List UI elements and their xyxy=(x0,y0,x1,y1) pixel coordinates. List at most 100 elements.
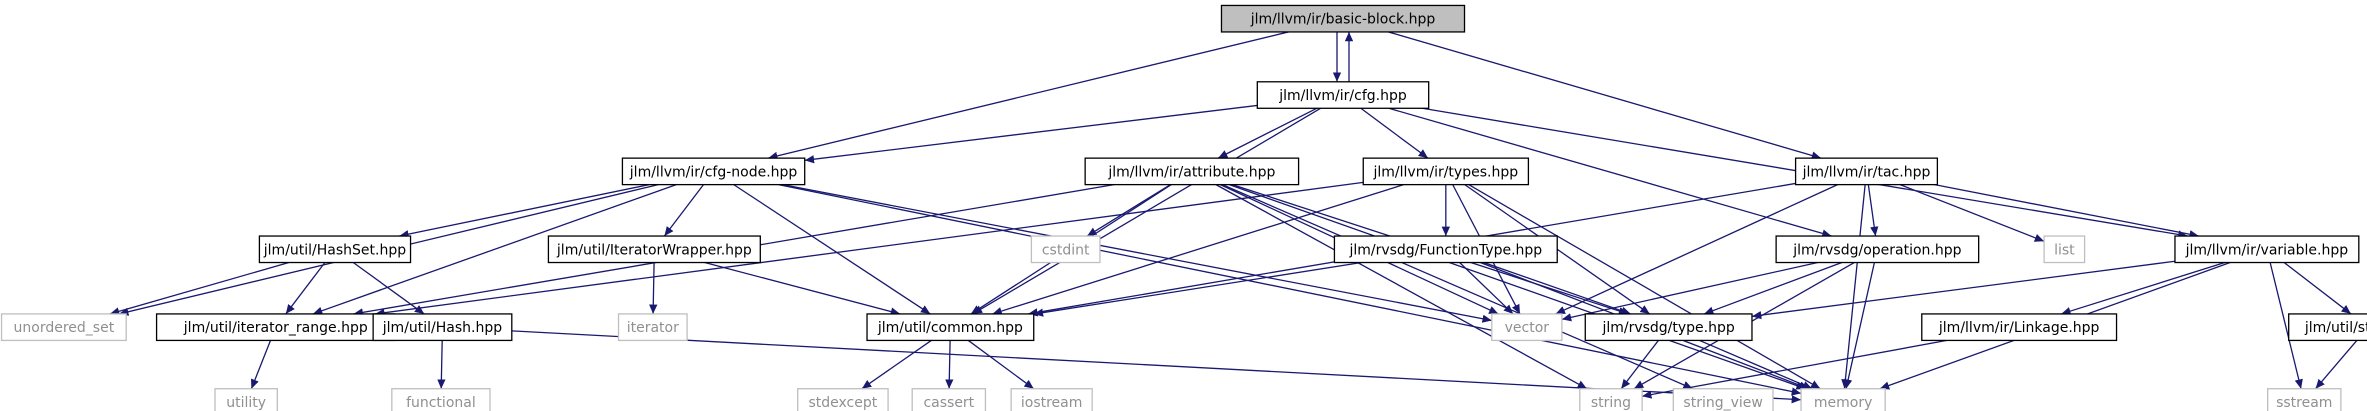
edge-basic-block-to-tac xyxy=(1388,31,1822,160)
edge-cfg-node-to-vector xyxy=(782,183,1492,323)
node-label-iterrange: jlm/util/iterator_range.hpp xyxy=(183,320,368,336)
node-label-cstdint: cstdint xyxy=(1042,242,1090,258)
node-common[interactable]: jlm/util/common.hpp xyxy=(866,313,1035,342)
edge-cfg-to-types xyxy=(1360,107,1429,159)
node-box-basic-block[interactable] xyxy=(1220,4,1466,33)
node-label-functiontype: jlm/rvsdg/FunctionType.hpp xyxy=(1348,242,1542,258)
edge-hashset-to-iterrange xyxy=(285,262,326,315)
node-functional: functional xyxy=(391,388,491,411)
node-box-iterwrapper[interactable] xyxy=(547,235,761,264)
node-vector: vector xyxy=(1491,313,1563,342)
node-unordered_set: unordered_set xyxy=(0,313,127,342)
edge-tac-to-variable xyxy=(1934,183,2199,239)
edge-linkage-to-string xyxy=(1642,339,1947,399)
edge-variable-to-linkage xyxy=(2061,261,2225,316)
edge-cfg-node-to-memory xyxy=(778,183,1802,396)
node-box-common[interactable] xyxy=(866,313,1035,342)
node-box-hashset[interactable] xyxy=(258,235,412,264)
node-hashset[interactable]: jlm/util/HashSet.hpp xyxy=(258,235,412,264)
node-strfmt[interactable]: jlm/util/strfmt.hpp xyxy=(2288,313,2367,342)
node-cfg-node[interactable]: jlm/llvm/ir/cfg-node.hpp xyxy=(621,157,806,186)
node-variable[interactable]: jlm/llvm/ir/variable.hpp xyxy=(2174,235,2360,264)
edge-types-to-memory xyxy=(1468,184,1821,390)
node-types[interactable]: jlm/llvm/ir/types.hpp xyxy=(1362,157,1530,186)
node-box-sstream xyxy=(2267,388,2342,411)
node-box-types[interactable] xyxy=(1362,157,1530,186)
node-box-cfg[interactable] xyxy=(1256,81,1430,109)
node-label-iterwrapper: jlm/util/IteratorWrapper.hpp xyxy=(556,242,752,258)
node-label-operation: jlm/rvsdg/operation.hpp xyxy=(1792,242,1961,258)
edge-cfg-node-to-hashset xyxy=(399,183,650,239)
node-attribute[interactable]: jlm/llvm/ir/attribute.hpp xyxy=(1084,157,1300,186)
node-box-operation[interactable] xyxy=(1775,235,1980,264)
node-label-strfmt: jlm/util/strfmt.hpp xyxy=(2304,320,2367,336)
edge-types-to-iterrange xyxy=(375,181,1364,317)
node-label-hashset: jlm/util/HashSet.hpp xyxy=(263,242,406,258)
node-label-iterator: iterator xyxy=(627,320,679,336)
edge-cfg-node-to-iterwrapper xyxy=(663,184,705,237)
edge-cfg-node-to-iterrange xyxy=(312,184,677,315)
node-label-linkage: jlm/llvm/ir/Linkage.hpp xyxy=(1938,320,2100,336)
edge-types-to-common xyxy=(992,184,1404,316)
node-stdexcept: stdexcept xyxy=(797,388,889,411)
node-label-attribute: jlm/llvm/ir/attribute.hpp xyxy=(1107,164,1275,180)
node-box-cstdint xyxy=(1030,235,1101,264)
edge-tac-to-memory xyxy=(1841,184,1866,389)
node-box-attribute[interactable] xyxy=(1084,157,1300,186)
node-iterrange[interactable]: jlm/util/iterator_range.hpp xyxy=(155,313,396,342)
node-rvsdgtype[interactable]: jlm/rvsdg/type.hpp xyxy=(1584,313,1753,342)
edge-operation-to-vector xyxy=(1561,261,1818,322)
node-label-sstream: sstream xyxy=(2276,395,2332,411)
node-box-functional xyxy=(391,388,491,411)
edge-variable-to-sstream xyxy=(2269,262,2303,389)
node-iterwrapper[interactable]: jlm/util/IteratorWrapper.hpp xyxy=(547,235,761,264)
edge-common-to-iostream xyxy=(967,339,1035,390)
node-operation[interactable]: jlm/rvsdg/operation.hpp xyxy=(1775,235,1980,264)
node-box-stdexcept xyxy=(797,388,889,411)
node-label-stdexcept: stdexcept xyxy=(808,395,877,411)
node-tac[interactable]: jlm/llvm/ir/tac.hpp xyxy=(1794,157,1939,186)
node-box-string_view xyxy=(1672,388,1774,411)
edge-strfmt-to-sstream xyxy=(2315,340,2358,390)
node-label-hash: jlm/util/Hash.hpp xyxy=(382,320,502,336)
node-box-tac[interactable] xyxy=(1794,157,1939,186)
node-basic-block[interactable]: jlm/llvm/ir/basic-block.hpp xyxy=(1220,4,1466,33)
node-label-string_view: string_view xyxy=(1683,395,1762,411)
node-box-strfmt[interactable] xyxy=(2288,313,2367,342)
node-hash[interactable]: jlm/util/Hash.hpp xyxy=(372,313,513,342)
edge-functiontype-to-vector xyxy=(1459,262,1514,315)
node-label-utility: utility xyxy=(226,395,266,411)
node-box-rvsdgtype[interactable] xyxy=(1584,313,1753,342)
node-box-variable[interactable] xyxy=(2174,235,2360,264)
node-functiontype[interactable]: jlm/rvsdg/FunctionType.hpp xyxy=(1333,235,1558,264)
node-label-list: list xyxy=(2054,242,2075,258)
node-string: string xyxy=(1579,388,1643,411)
node-box-unordered_set xyxy=(0,313,127,342)
edge-cfg-node-to-common xyxy=(733,184,931,315)
edge-functiontype-to-common xyxy=(1033,261,1362,317)
edge-variable-to-strfmt xyxy=(2283,262,2352,315)
node-label-memory: memory xyxy=(1814,395,1873,411)
node-iterator: iterator xyxy=(617,313,688,342)
edge-iterwrapper-to-common xyxy=(704,261,901,316)
edge-rvsdgtype-to-memory xyxy=(1699,339,1813,390)
edge-common-to-cassert xyxy=(945,340,954,389)
node-box-list xyxy=(2043,235,2086,264)
node-label-functional: functional xyxy=(406,395,476,411)
node-box-cfg-node[interactable] xyxy=(621,157,806,186)
edge-cfg-to-cfg-node xyxy=(804,104,1258,164)
edge-attribute-to-string xyxy=(1215,184,1588,390)
edge-attribute-to-string_view xyxy=(1222,184,1693,390)
node-box-linkage[interactable] xyxy=(1921,313,2118,342)
node-box-functiontype[interactable] xyxy=(1333,235,1558,264)
node-box-iostream xyxy=(1010,388,1093,411)
edge-iterrange-to-utility xyxy=(250,340,272,389)
nodes-layer: jlm/llvm/ir/basic-block.hpp jlm/llvm/ir/c… xyxy=(0,4,2367,411)
node-label-cfg-node: jlm/llvm/ir/cfg-node.hpp xyxy=(629,164,798,180)
node-label-variable: jlm/llvm/ir/variable.hpp xyxy=(2185,242,2349,258)
node-linkage[interactable]: jlm/llvm/ir/Linkage.hpp xyxy=(1921,313,2118,342)
node-box-hash[interactable] xyxy=(372,313,513,342)
node-cfg[interactable]: jlm/llvm/ir/cfg.hpp xyxy=(1256,81,1430,109)
edge-variable-to-rvsdgtype xyxy=(1751,260,2176,320)
